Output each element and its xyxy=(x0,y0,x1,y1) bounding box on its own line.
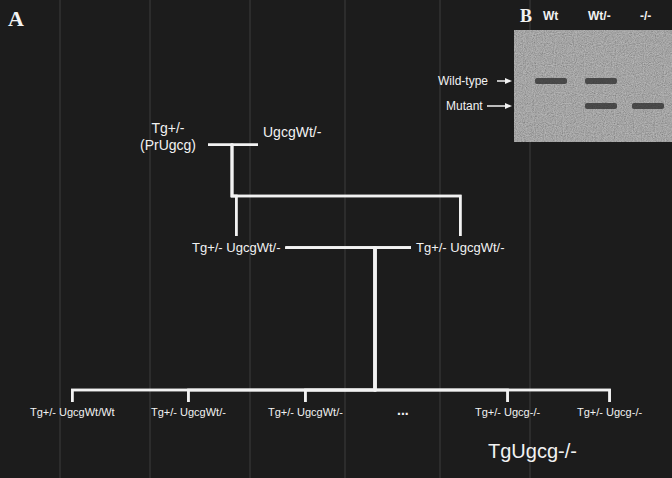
cross-line xyxy=(286,248,376,402)
genotype-text: Tg+/- UgcgWt/- xyxy=(268,406,343,419)
panel-letter: B xyxy=(520,6,532,27)
gel-image xyxy=(514,30,672,142)
gel-bands xyxy=(535,78,664,109)
result-label: TgUgcg-/- xyxy=(488,440,577,463)
genotype-text: Tg+/- Ugcg-/- xyxy=(577,406,642,419)
lane-genotype: Wt xyxy=(543,9,558,23)
genotype-node: Tg+/- UgcgWt/- xyxy=(265,404,346,421)
cross-line xyxy=(208,145,460,236)
cross-line xyxy=(188,248,375,402)
genotype-text: Tg+/- UgcgWt/Wt xyxy=(30,406,115,419)
lane-genotype: Wt/- xyxy=(588,9,611,23)
cross-line xyxy=(286,248,508,402)
cross-line xyxy=(188,248,411,402)
genotype-node: UgcgWt/- xyxy=(260,122,324,143)
cross-line xyxy=(375,248,610,402)
cross-line xyxy=(72,248,411,402)
gel-noise xyxy=(514,30,672,142)
cross-line xyxy=(232,145,258,236)
genotype-text: Tg+/- (PrUgcg) xyxy=(133,120,203,154)
band-label: Wild-type xyxy=(438,74,488,88)
cross-line xyxy=(232,145,460,236)
genotype-node: Tg+/- Ugcg-/- xyxy=(574,404,645,421)
genotype-text: Tg+/- Ugcg-/- xyxy=(475,406,540,419)
cross-line xyxy=(375,248,508,402)
genotype-node: Tg+/- UgcgWt/- xyxy=(148,404,229,421)
lane-genotype: -/- xyxy=(640,9,651,23)
cross-line xyxy=(305,248,411,402)
genotype-text: Tg+/- UgcgWt/- xyxy=(151,406,226,419)
band-label: Mutant xyxy=(446,99,483,113)
cross-line xyxy=(286,248,610,402)
pointer-arrows xyxy=(487,78,512,109)
ellipsis: ... xyxy=(395,402,411,418)
genotype-text: UgcgWt/- xyxy=(263,124,321,141)
cross-line xyxy=(72,248,375,402)
genotype-node: Tg+/- UgcgWt/- xyxy=(189,238,284,258)
genotype-node: Tg+/- UgcgWt/Wt xyxy=(27,404,118,421)
genotype-text: Tg+/- UgcgWt/- xyxy=(192,240,281,256)
genotype-text: Tg+/- UgcgWt/- xyxy=(416,240,505,256)
genotype-node: Tg+/- (PrUgcg) xyxy=(130,118,206,156)
genotype-node: Tg+/- Ugcg-/- xyxy=(472,404,543,421)
panel-letter: A xyxy=(8,6,24,32)
genotype-node: Tg+/- UgcgWt/- xyxy=(413,238,508,258)
